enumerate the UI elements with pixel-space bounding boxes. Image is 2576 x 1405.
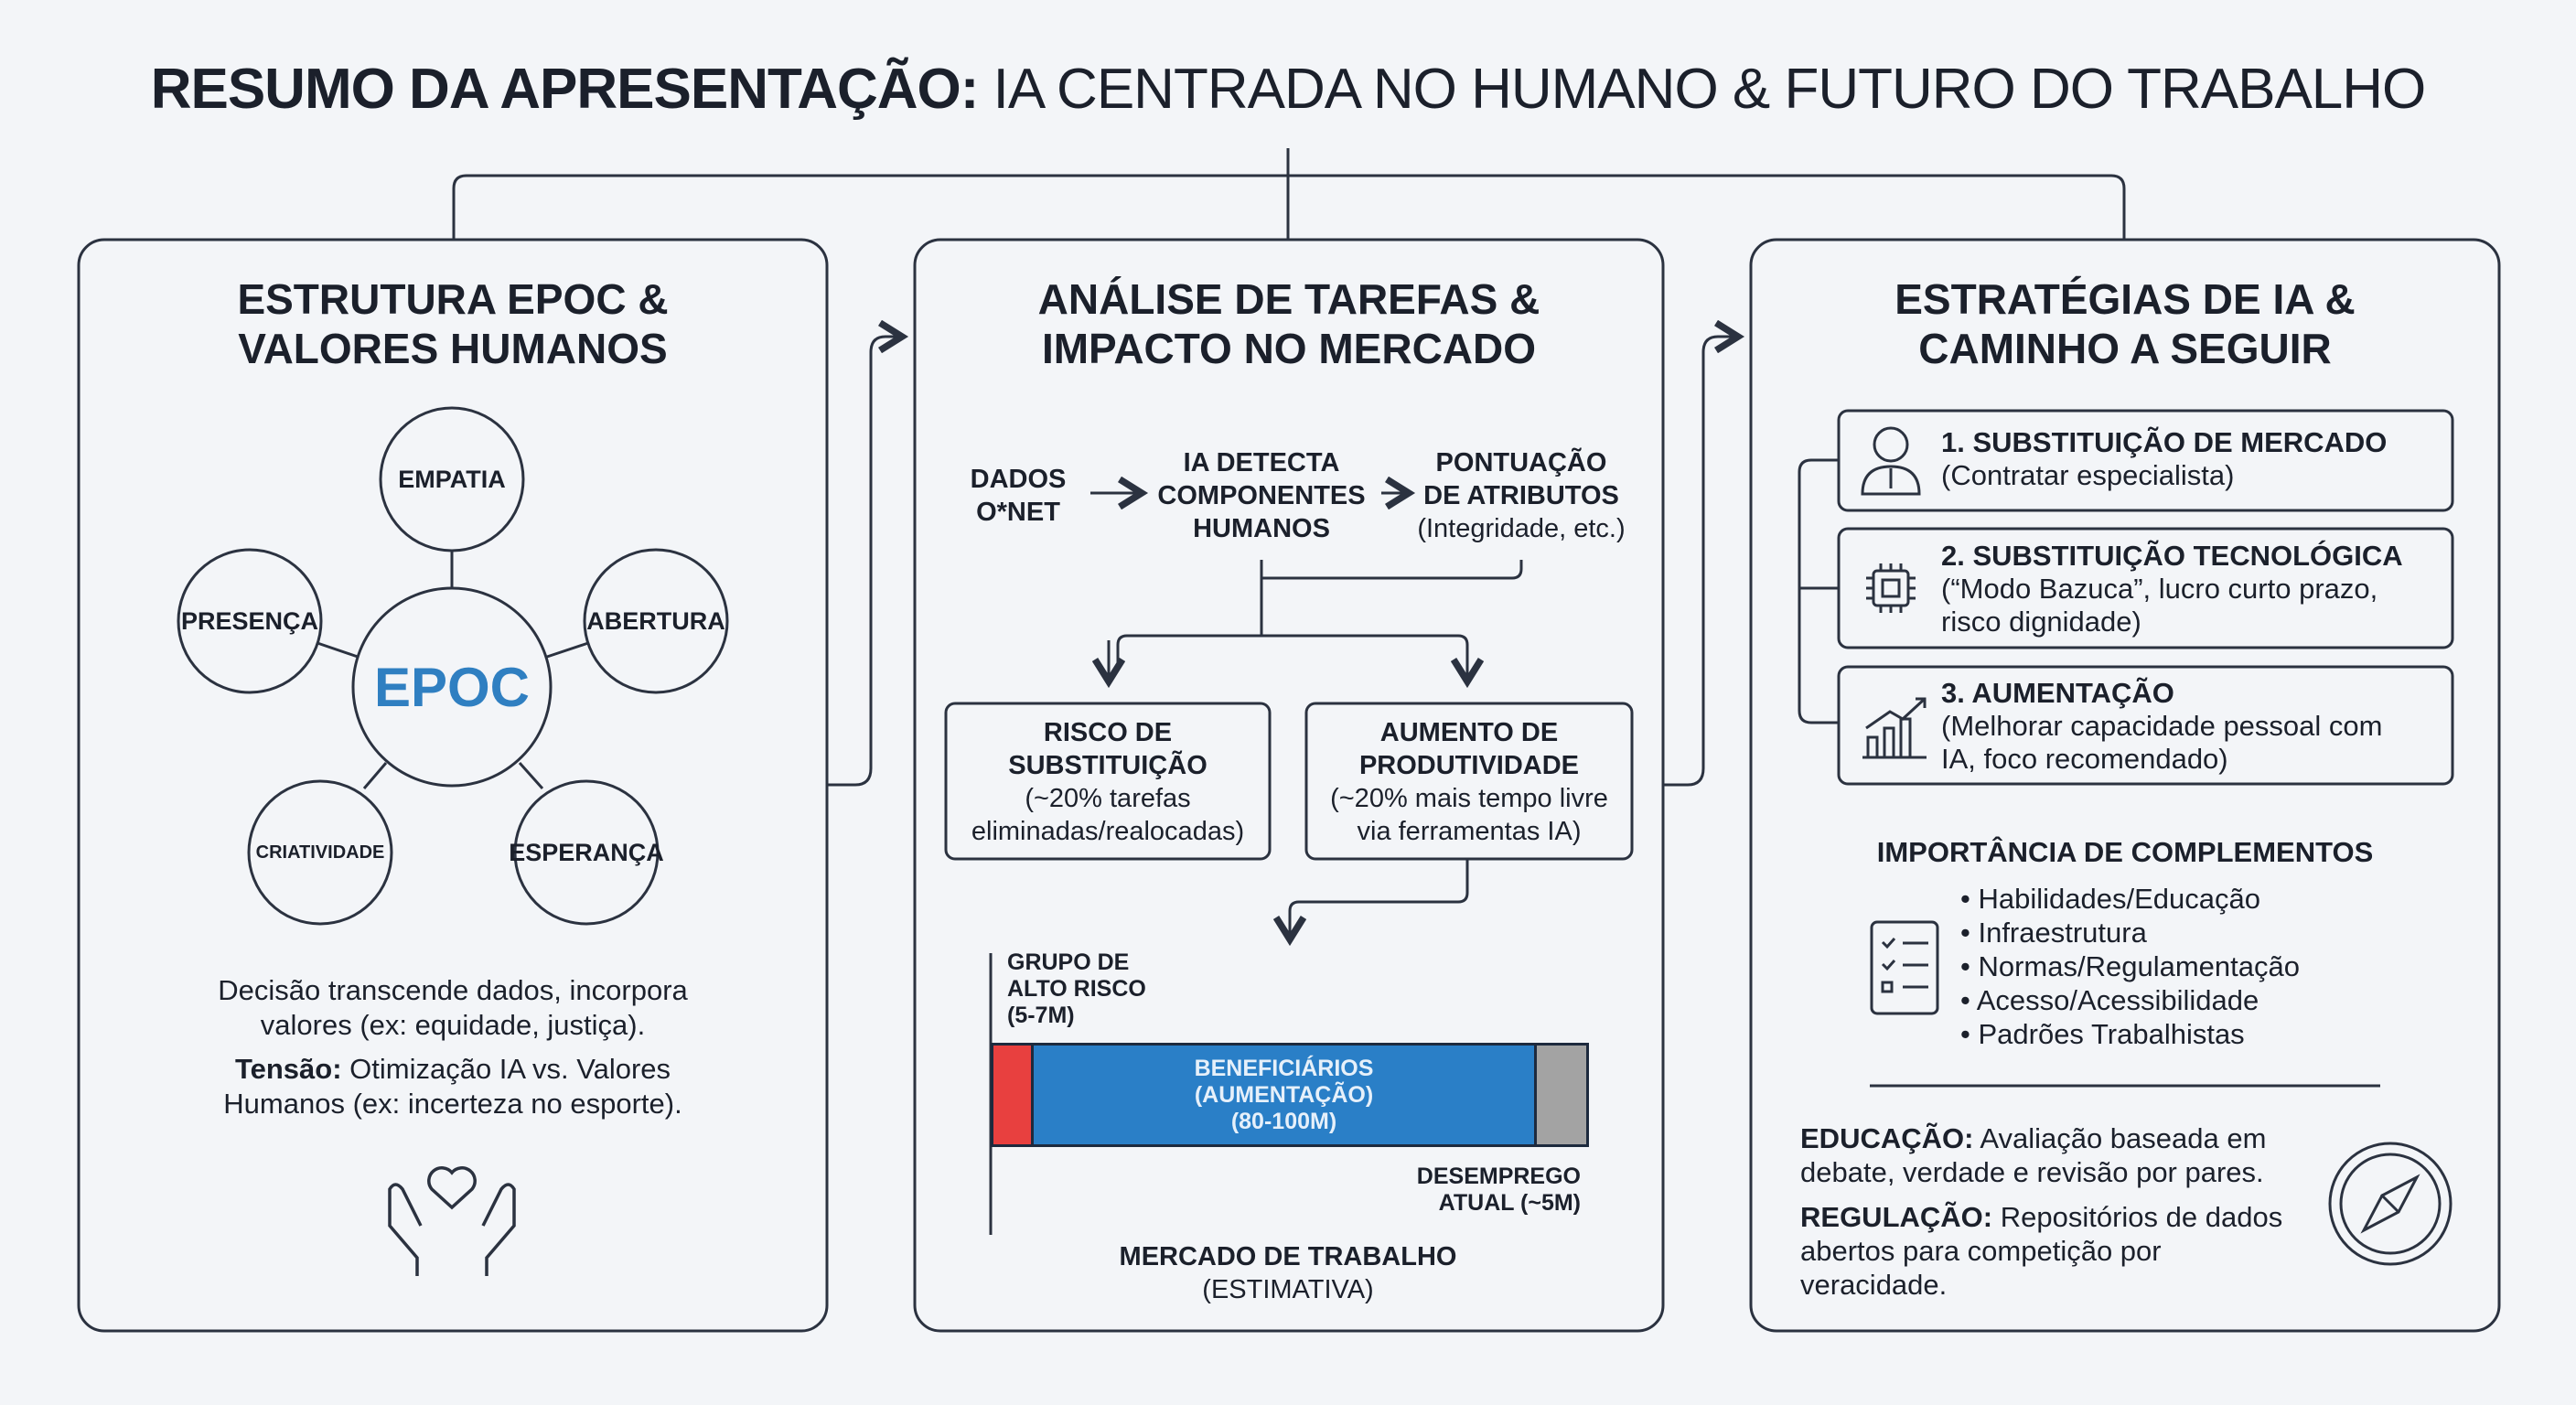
chip-icon: [1866, 563, 1916, 613]
epoc-diagram: [177, 406, 729, 926]
panel-heading-epoc: ESTRUTURA EPOC &VALORES HUMANOS: [237, 275, 669, 372]
list-item: • Infraestrutura: [1960, 917, 2147, 949]
value-presenca: PRESENÇA: [180, 606, 319, 635]
panel-heading-analysis: ANÁLISE DE TAREFAS &IMPACTO NO MERCADO: [1037, 275, 1540, 372]
strategy-3: 3. AUMENTAÇÃO(Melhorar capacidade pessoa…: [1941, 677, 2383, 775]
value-criatividade: CRIATIVIDADE: [255, 842, 385, 863]
growth-chart-icon: [1862, 697, 1927, 759]
bar-unemployment: [1534, 1043, 1589, 1147]
checklist-icon: [1870, 920, 1939, 1015]
value-empatia: EMPATIA: [398, 465, 506, 493]
value-abertura: ABERTURA: [586, 606, 725, 635]
complements-list: • Habilidades/Educação • Infraestrutura …: [1960, 882, 2300, 1051]
strategy-1: 1. SUBSTITUIÇÃO DE MERCADO(Contratar esp…: [1941, 426, 2388, 491]
strategy-2: 2. SUBSTITUIÇÃO TECNOLÓGICA(“Modo Bazuca…: [1941, 540, 2403, 638]
list-item: • Acesso/Acessibilidade: [1960, 984, 2259, 1016]
epoc-center: EPOC: [373, 656, 531, 718]
bar-high-risk: [991, 1043, 1034, 1147]
compass-icon: [2328, 1142, 2453, 1266]
list-item: • Normas/Regulamentação: [1960, 950, 2300, 982]
list-item: • Padrões Trabalhistas: [1960, 1018, 2245, 1050]
complements-title: IMPORTÂNCIA DE COMPLEMENTOS: [1876, 836, 2374, 868]
bar-beneficiaries: BENEFICIÁRIOS(AUMENTAÇÃO)(80-100M): [1031, 1043, 1537, 1147]
list-item: • Habilidades/Educação: [1960, 883, 2260, 915]
market-title: MERCADO DE TRABALHO(ESTIMATIVA): [1119, 1242, 1457, 1304]
value-esperanca: ESPERANÇA: [509, 838, 664, 866]
hands-heart-icon: [388, 1166, 516, 1276]
panel-heading-strategies: ESTRATÉGIAS DE IA &CAMINHO A SEGUIR: [1894, 275, 2356, 372]
person-icon: [1861, 426, 1921, 496]
page-title: RESUMO DA APRESENTAÇÃO: IA CENTRADA NO H…: [150, 58, 2427, 121]
